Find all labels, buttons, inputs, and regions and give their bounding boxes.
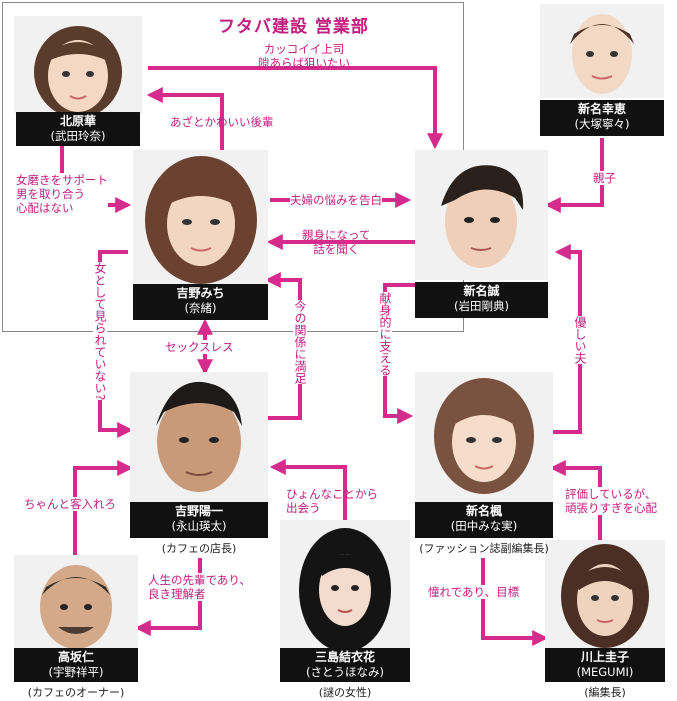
label-oyako: 親子	[593, 171, 616, 185]
label-yasashii: 優しい夫	[573, 316, 587, 364]
sachie-actor: (大塚寧々)	[574, 117, 630, 131]
kaede-face-icon	[434, 378, 534, 494]
keiko-actor: (MEGUMI)	[576, 665, 634, 679]
kitahara-portrait	[14, 16, 142, 114]
yoichi-face-icon	[156, 381, 242, 492]
label-hyon: ひょんなことから 出会う	[286, 487, 378, 515]
label-kakkoii-line2: 隙あらば狙いたい	[258, 56, 350, 70]
kaede-portrait	[415, 372, 553, 502]
label-hyouka-line1: 評価しているが、	[565, 487, 657, 501]
sachie-face-icon	[570, 14, 634, 94]
sachie-name: 新名幸恵	[577, 102, 626, 116]
yuika-role: (謎の女性)	[318, 686, 372, 699]
makoto-portrait	[415, 150, 548, 280]
link-kitahara-makoto	[148, 66, 443, 150]
link-yuika-yoichi	[269, 459, 347, 525]
label-jinsei-line2: 良き理解者	[148, 587, 206, 601]
takasaka-role: (カフェのオーナー)	[27, 686, 125, 699]
label-fuufu: 夫婦の悩みを告白	[290, 193, 382, 207]
label-ima-kankei: 今の関係に満足	[293, 300, 307, 384]
label-shinmi: 親身になって 話を聞く	[302, 228, 370, 256]
kitahara-face-icon	[34, 26, 122, 114]
michi-actor: (奈緒)	[184, 301, 217, 315]
label-hyon-line2: 出会う	[286, 501, 321, 515]
takasaka-actor: (宇野祥平)	[48, 665, 104, 679]
label-onnamigaki: 女磨きをサポート 男を取り合う 心配はない	[16, 173, 108, 215]
label-onna-toshite: 女として見られていない?	[93, 262, 107, 401]
label-jinsei-line1: 人生の先輩であり、	[148, 573, 251, 587]
label-sexless: セックスレス	[165, 340, 234, 354]
label-shinmi-line1: 親身になって	[302, 228, 371, 242]
label-akogare: 憧れであり、目標	[428, 585, 520, 599]
yuika-actor: (さとうほなみ)	[306, 665, 384, 679]
yuika-face-icon	[299, 528, 391, 650]
label-hyouka-line2: 頑張りすぎを心配	[565, 501, 657, 515]
label-chanto: ちゃんと客入れろ	[24, 497, 116, 511]
link-keiko-kaede	[549, 460, 602, 540]
label-kenshin: 献身的に支える	[378, 292, 392, 376]
kaede-namebox: 新名楓 (田中みな実)	[415, 502, 553, 538]
label-azato: あざとかわいい後輩	[170, 115, 274, 129]
yoichi-name: 吉野陽一	[174, 504, 223, 518]
label-hyon-line1: ひょんなことから	[286, 487, 378, 501]
link-takasaka-yoichi	[73, 460, 134, 560]
label-kakkoii-line1: カッコイイ上司	[263, 42, 345, 56]
yoichi-portrait	[130, 372, 268, 502]
kitahara-namebox: 北原華 (武田玲奈)	[16, 112, 140, 146]
yoichi-role: (カフェの店長)	[161, 542, 237, 555]
label-shinmi-line2: 話を聞く	[313, 242, 360, 256]
yoichi-actor: (永山瑛太)	[171, 519, 227, 533]
label-onnamigaki-line1: 女磨きをサポート	[16, 173, 108, 187]
yoichi-namebox: 吉野陽一 (永山瑛太)	[130, 502, 268, 538]
label-hyouka: 評価しているが、 頑張りすぎを心配	[565, 487, 657, 515]
sachie-namebox: 新名幸恵 (大塚寧々)	[540, 100, 664, 136]
label-onnamigaki-line3: 心配はない	[16, 201, 74, 215]
michi-namebox: 吉野みち (奈緒)	[133, 284, 268, 320]
makoto-face-icon	[441, 165, 524, 268]
label-jinsei: 人生の先輩であり、 良き理解者	[148, 573, 251, 601]
takasaka-face-icon	[40, 565, 112, 649]
kitahara-name: 北原華	[59, 114, 96, 128]
michi-face-icon	[145, 156, 257, 284]
yuika-namebox: 三島結衣花 (さとうほなみ)	[280, 648, 410, 682]
kaede-actor: (田中みな実)	[450, 519, 518, 533]
link-kaede-keiko	[481, 558, 549, 646]
label-onnamigaki-line2: 男を取り合う	[16, 187, 85, 201]
keiko-portrait	[545, 540, 665, 650]
label-kakkoii: カッコイイ上司 隙あらば狙いたい	[258, 42, 350, 70]
takasaka-portrait	[14, 555, 138, 650]
yuika-portrait	[280, 520, 410, 650]
kaede-name: 新名楓	[465, 504, 502, 518]
link-michi-kitahara	[146, 87, 224, 150]
keiko-role: (編集長)	[584, 686, 626, 699]
takasaka-namebox: 高坂仁 (宇野祥平)	[14, 648, 138, 682]
link-sachie-makoto	[544, 138, 604, 213]
keiko-name: 川上圭子	[580, 650, 629, 664]
makoto-namebox: 新名誠 (岩田剛典)	[415, 282, 548, 318]
michi-name: 吉野みち	[176, 286, 225, 300]
takasaka-name: 高坂仁	[57, 650, 94, 664]
keiko-namebox: 川上圭子 (MEGUMI)	[545, 648, 665, 682]
makoto-actor: (岩田剛典)	[454, 299, 509, 313]
michi-portrait	[133, 150, 268, 284]
makoto-name: 新名誠	[463, 284, 500, 298]
yuika-name: 三島結衣花	[314, 650, 375, 664]
group-title: フタバ建設 営業部	[218, 17, 369, 37]
kitahara-actor: (武田玲奈)	[50, 129, 106, 143]
sachie-portrait	[540, 4, 664, 98]
keiko-face-icon	[561, 544, 649, 648]
kaede-role: (ファッション誌副編集長)	[419, 542, 549, 555]
